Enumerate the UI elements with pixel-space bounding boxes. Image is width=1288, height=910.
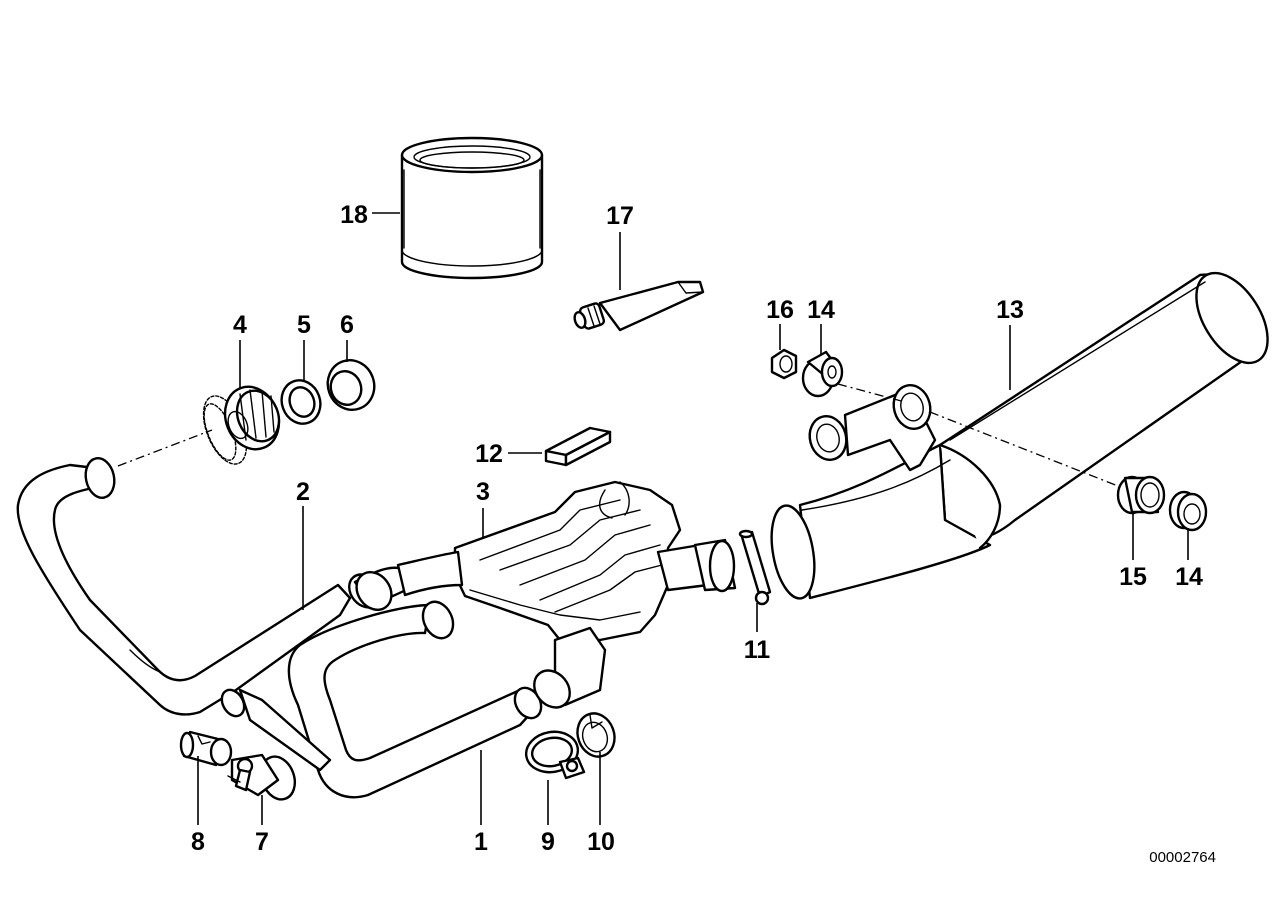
callout-11: 11	[744, 636, 771, 664]
callout-labels: 18 17 4 5 6 16 14 13 12 2 3 15 14 11 8 7…	[191, 201, 1203, 856]
callout-10: 10	[587, 828, 615, 856]
part-5-gasket-ring[interactable]	[276, 375, 327, 429]
callout-15: 15	[1119, 563, 1147, 591]
callout-12: 12	[475, 440, 503, 468]
assembly-lines	[117, 383, 1119, 487]
callout-8: 8	[191, 828, 205, 856]
callout-6: 6	[340, 311, 354, 339]
part-14-grommet-upper[interactable]	[801, 350, 844, 398]
part-15-rubber-bush[interactable]	[1116, 475, 1166, 515]
part-18-tape-roll[interactable]	[400, 136, 544, 280]
diagram-reference-code: 00002764	[1149, 849, 1216, 866]
callout-17: 17	[606, 202, 634, 230]
part-10-clamp-ring[interactable]	[572, 708, 621, 762]
part-11-band-clamp[interactable]	[738, 529, 772, 606]
callout-4: 4	[233, 311, 247, 339]
callout-16: 16	[766, 296, 794, 324]
callout-2: 2	[296, 478, 310, 506]
part-8-pipe-sleeve[interactable]	[179, 730, 233, 767]
part-13-silencer[interactable]	[765, 261, 1282, 602]
part-6-sealing-ring[interactable]	[321, 354, 381, 417]
callout-13: 13	[996, 296, 1024, 324]
leader-lines	[197, 212, 1189, 825]
part-7-clamp-bolt[interactable]	[227, 752, 301, 804]
callout-14-lower: 14	[1175, 563, 1203, 591]
part-9-pipe-clamp[interactable]	[523, 728, 586, 780]
callout-14-upper: 14	[807, 296, 835, 324]
callout-18: 18	[340, 201, 368, 229]
callout-7: 7	[255, 828, 269, 856]
callout-5: 5	[297, 311, 311, 339]
part-17-paste-tube[interactable]	[573, 280, 705, 332]
callout-1: 1	[474, 828, 488, 856]
part-1-manifold-pipe-right[interactable]	[238, 597, 546, 799]
part-16-nut[interactable]	[770, 348, 798, 380]
part-3-catalytic-converter[interactable]	[349, 480, 737, 715]
callout-9: 9	[541, 828, 555, 856]
part-14-grommet-lower[interactable]	[1168, 490, 1208, 532]
callout-3: 3	[476, 478, 490, 506]
part-12-pad[interactable]	[544, 426, 612, 467]
part-4-knurled-nut[interactable]	[195, 379, 288, 471]
